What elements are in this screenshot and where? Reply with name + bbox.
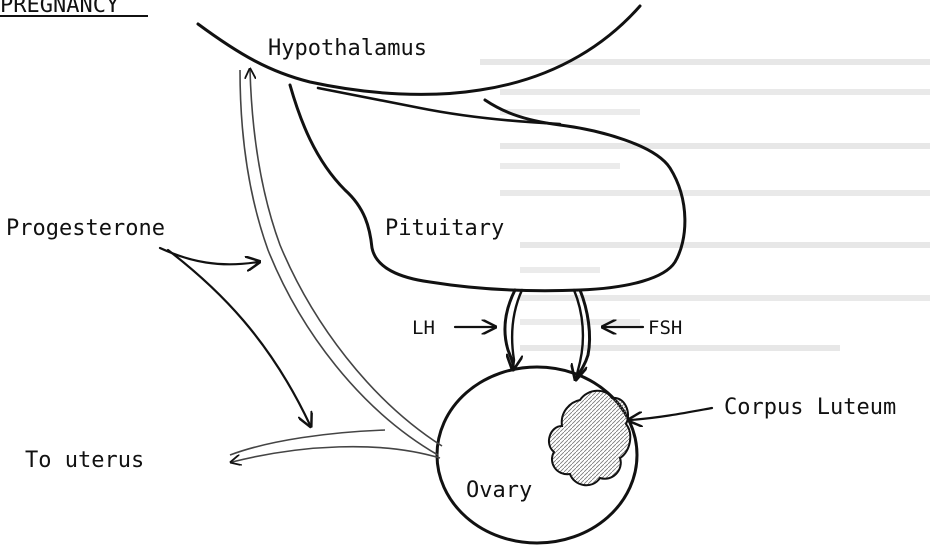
fsh-hormone-line <box>574 290 583 378</box>
label-lh: LH <box>412 317 435 339</box>
label-pituitary: Pituitary <box>385 216 504 241</box>
progesterone-arrow-down <box>168 250 310 425</box>
label-to-uterus: To uterus <box>25 448 144 473</box>
corpus-luteum-blob <box>549 391 630 486</box>
progesterone-feedback-path-outer <box>240 70 438 455</box>
label-fsh: FSH <box>648 317 682 339</box>
progesterone-feedback-path-inner <box>250 70 442 446</box>
pituitary-gland-outline <box>290 85 685 291</box>
bleed-through-text <box>480 62 930 348</box>
lh-hormone-line <box>512 290 522 368</box>
corpus-luteum-pointer-arrow <box>630 408 712 420</box>
uterus-path-lower <box>232 447 440 462</box>
label-hypothalamus: Hypothalamus <box>268 36 427 61</box>
label-progesterone: Progesterone <box>6 216 165 241</box>
uterus-path-upper <box>230 430 385 455</box>
label-corpus-luteum: Corpus Luteum <box>724 395 896 420</box>
label-ovary: Ovary <box>466 478 532 503</box>
